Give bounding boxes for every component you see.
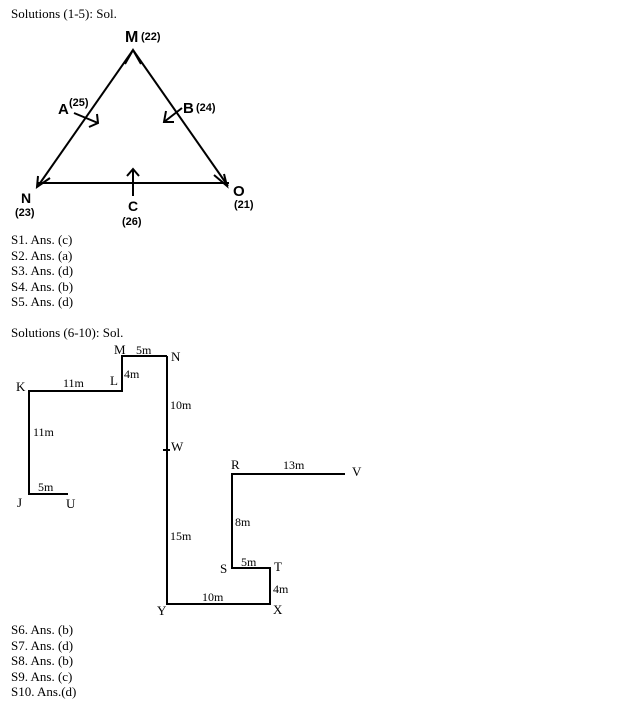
label-n-value: (23) (15, 207, 35, 219)
point-y: Y (157, 603, 167, 618)
dist-lm: 4m (124, 367, 140, 381)
point-r: R (231, 457, 240, 472)
arrow-from-b-head (162, 110, 174, 123)
label-c-value: (26) (122, 216, 142, 228)
edge-m-o (132, 49, 229, 187)
label-b-value: (24) (196, 102, 216, 114)
arrow-from-a (73, 112, 99, 124)
dist-tx: 4m (273, 582, 289, 596)
point-n: N (171, 349, 181, 364)
answer-s4: S4. Ans. (b) (11, 278, 74, 294)
answer-s6: S6. Ans. (b) (11, 622, 74, 637)
answer-s5: S5. Ans. (d) (11, 294, 74, 309)
arrow-at-m (124, 47, 142, 65)
section1-answers: S1. Ans. (c) S2. Ans. (a) S3. Ans. (d) S… (11, 232, 73, 310)
section1-heading: Solutions (1-5): Sol. (11, 6, 117, 21)
label-o-value: (21) (234, 199, 254, 211)
dist-kj: 11m (33, 425, 55, 439)
arrow-from-b (163, 107, 183, 123)
label-a-value: (25) (69, 97, 89, 109)
answer-s9: S9. Ans. (c) (11, 668, 73, 684)
arrow-from-a-head (88, 113, 100, 128)
point-k: K (16, 379, 26, 394)
answer-s1: S1. Ans. (c) (11, 232, 73, 247)
dist-rs: 8m (235, 515, 251, 529)
section2-heading: Solutions (6-10): Sol. (11, 325, 124, 340)
arrow-from-c-head (126, 167, 140, 177)
path-diagram: M 5m N 4m L K 11m 10m 11m W R 13m V 5m J… (16, 342, 362, 618)
point-j: J (17, 495, 22, 510)
dist-st: 5m (241, 555, 257, 569)
point-u: U (66, 496, 76, 511)
label-a: A (58, 101, 69, 118)
point-t: T (274, 559, 282, 574)
label-c: C (128, 198, 138, 214)
label-b: B (183, 100, 194, 117)
point-v: V (352, 464, 362, 479)
label-o: O (233, 183, 245, 200)
triangle-diagram: M (22) A (25) B (24) N (23) C (26) O (21… (15, 29, 254, 228)
point-l: L (110, 373, 118, 388)
answer-s7: S7. Ans. (d) (11, 637, 74, 653)
answer-s10: S10. Ans.(d) (11, 684, 77, 699)
dist-yx: 10m (202, 590, 224, 604)
dist-kl: 11m (63, 376, 85, 390)
answer-s8: S8. Ans. (b) (11, 653, 74, 668)
path-n-y-x-t-s-r-v (166, 356, 345, 605)
point-s: S (220, 561, 227, 576)
path-j-k-l-m-n (28, 355, 167, 495)
section2-answers: S6. Ans. (b) S7. Ans. (d) S8. Ans. (b) S… (11, 622, 76, 700)
label-n: N (21, 190, 31, 206)
answer-s2: S2. Ans. (a) (11, 247, 73, 263)
answer-s3: S3. Ans. (d) (11, 263, 74, 278)
dist-mn: 5m (136, 343, 152, 357)
point-w: W (171, 439, 184, 454)
arrow-at-o (213, 173, 229, 189)
arrow-at-n (35, 175, 51, 190)
label-m-value: (22) (141, 31, 161, 43)
dist-wy: 15m (170, 529, 192, 543)
dist-rv: 13m (283, 458, 305, 472)
point-m: M (114, 342, 126, 357)
point-x: X (273, 602, 283, 617)
dist-nw: 10m (170, 398, 192, 412)
label-m: M (125, 29, 138, 46)
dist-ju: 5m (38, 480, 54, 494)
